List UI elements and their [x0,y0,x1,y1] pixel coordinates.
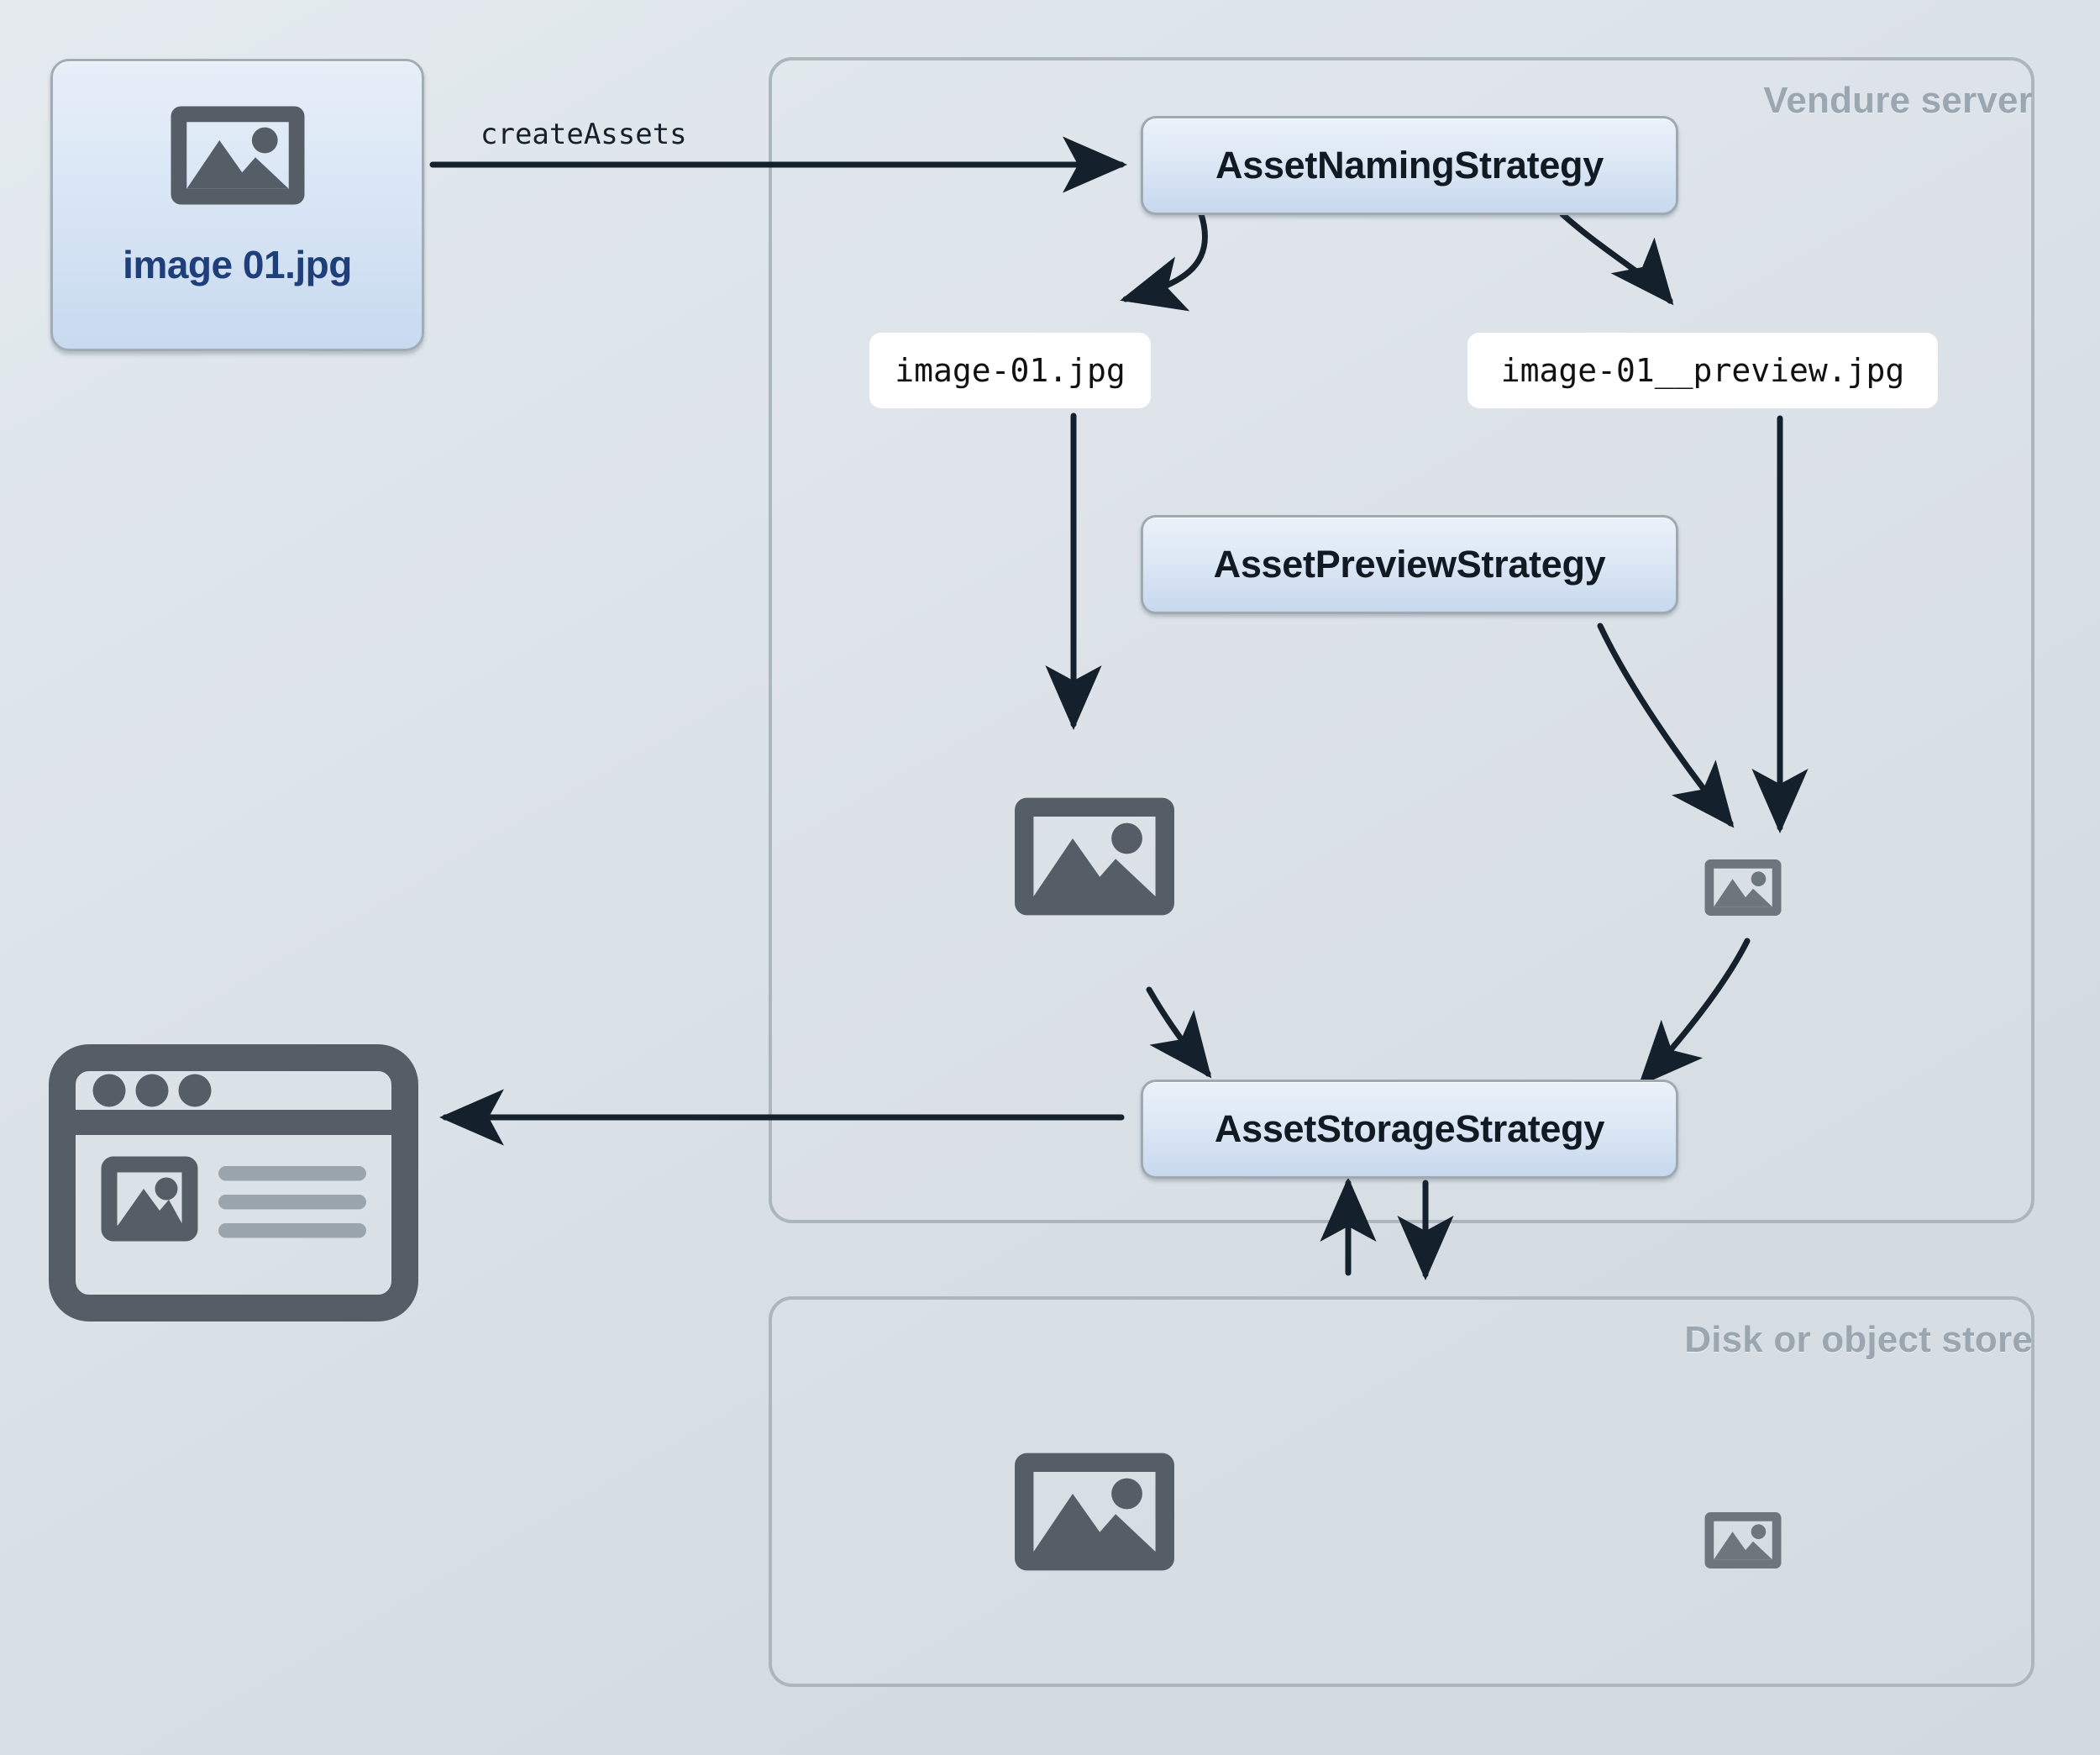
server-image-icon [990,766,1200,947]
group-label-disk-store: Disk or object store [1684,1319,2033,1360]
file-chip-preview: image-01__preview.jpg [1467,333,1938,408]
asset-naming-strategy-label: AssetNamingStrategy [1215,144,1604,187]
disk-image-icon [990,1421,1200,1602]
edge-preview-image-to-storage [1638,938,1751,1087]
asset-storage-strategy-label: AssetStorageStrategy [1214,1107,1605,1150]
asset-preview-strategy-label: AssetPreviewStrategy [1213,543,1606,586]
image-icon [150,80,326,235]
asset-preview-strategy-box[interactable]: AssetPreviewStrategy [1141,515,1678,614]
group-label-vendure-server: Vendure server [1763,80,2033,121]
source-asset-card[interactable]: image 01.jpg [50,59,424,351]
file-chip-preview-label: image-01__preview.jpg [1500,352,1905,389]
file-chip-original-label: image-01.jpg [895,352,1126,389]
edge-preview-strategy-to-image [1597,623,1735,828]
disk-preview-image-icon [1693,1497,1793,1584]
server-preview-image-icon [1693,844,1793,931]
source-asset-label: image 01.jpg [123,243,352,286]
edge-naming-to-original [1120,211,1208,312]
asset-naming-strategy-box[interactable]: AssetNamingStrategy [1141,116,1678,215]
edge-image-to-storage [1146,986,1212,1079]
edge-label-create-assets: createAssets [480,118,687,151]
file-chip-original: image-01.jpg [869,333,1151,408]
browser-window-icon [49,1044,418,1322]
edge-naming-to-preview [1559,211,1674,306]
asset-storage-strategy-box[interactable]: AssetStorageStrategy [1141,1080,1678,1179]
